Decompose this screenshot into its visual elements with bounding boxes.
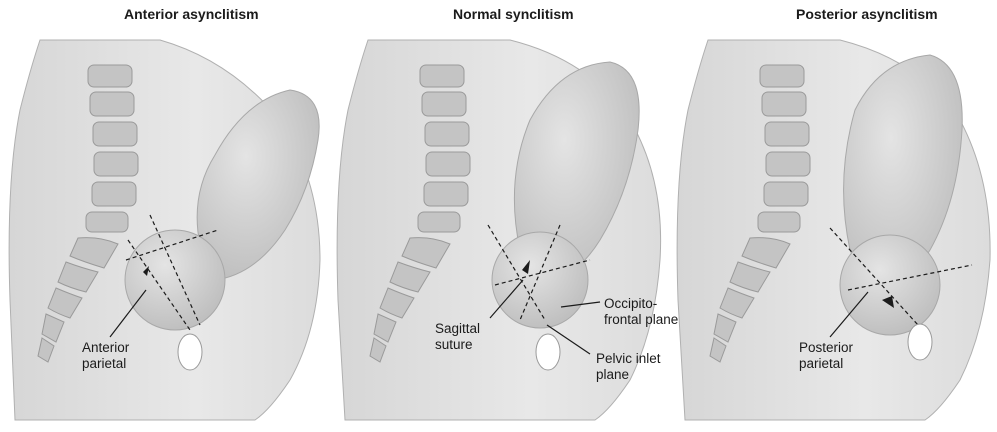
label-line-1: Occipito- (604, 296, 678, 312)
label-line-1: Anterior (82, 340, 129, 356)
label-line-2: suture (435, 337, 480, 353)
label-line-2: parietal (799, 356, 853, 372)
panel-anterior (9, 40, 320, 420)
label-line-2: plane (596, 367, 661, 383)
label-line-1: Sagittal (435, 321, 480, 337)
label-occipito-frontal-plane: Occipito- frontal plane (604, 296, 678, 328)
label-sagittal-suture: Sagittal suture (435, 321, 480, 353)
label-posterior-parietal: Posterior parietal (799, 340, 853, 372)
label-line-2: parietal (82, 356, 129, 372)
label-line-1: Pelvic inlet (596, 351, 661, 367)
label-anterior-parietal: Anterior parietal (82, 340, 129, 372)
label-line-2: frontal plane (604, 312, 678, 328)
label-line-1: Posterior (799, 340, 853, 356)
label-pelvic-inlet-plane: Pelvic inlet plane (596, 351, 661, 383)
